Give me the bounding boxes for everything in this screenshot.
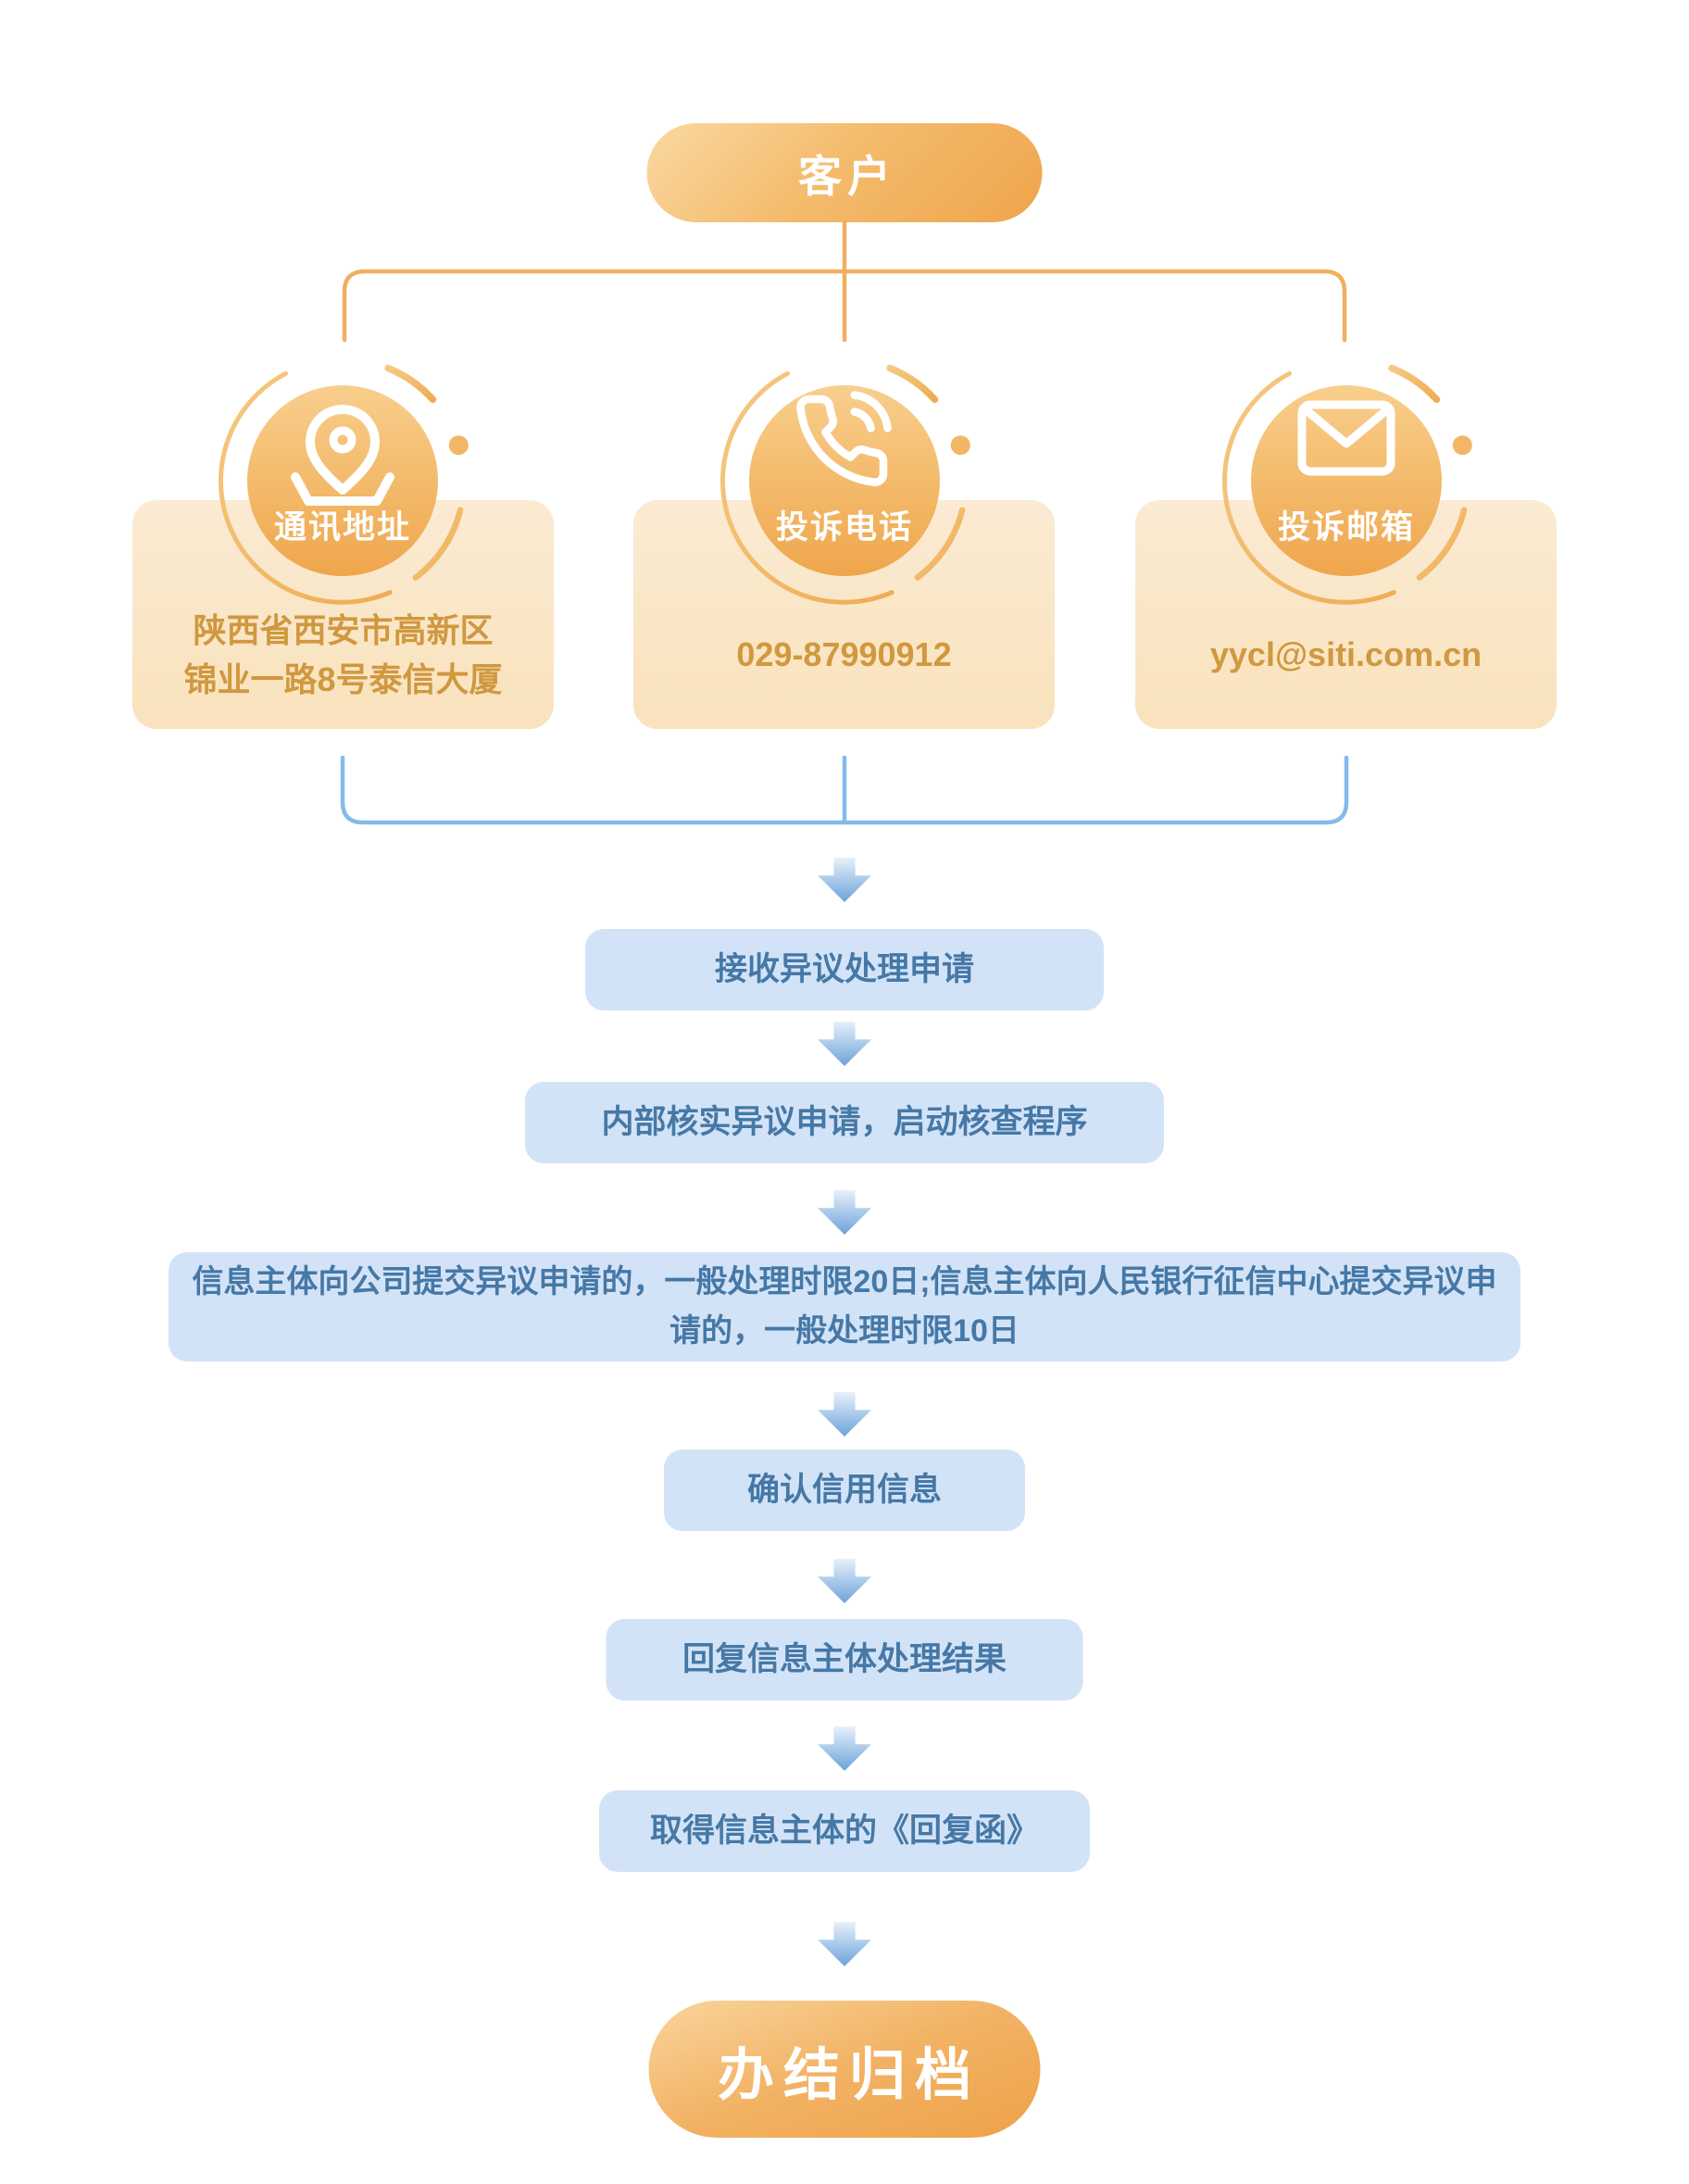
step-label: 接收异议处理申请 bbox=[714, 950, 974, 987]
arrow-down-icon bbox=[818, 1392, 871, 1437]
step-confirm-credit-info: 确认信用信息 bbox=[664, 1450, 1025, 1531]
step-label: 确认信用信息 bbox=[746, 1471, 942, 1508]
blue-merge-connector bbox=[340, 755, 1349, 825]
arrow-down-icon bbox=[818, 1922, 871, 1966]
step-label: 信息主体向公司提交异议申请的，一般处理时限20日;信息主体向人民银行征信中心提交… bbox=[192, 1264, 1497, 1349]
location-pin-icon bbox=[291, 405, 394, 506]
badge-label: 通讯地址 bbox=[274, 509, 411, 546]
address-line: 陕西省西安市高新区 bbox=[193, 611, 494, 650]
orbit-dot bbox=[448, 435, 469, 456]
address-badge: 通讯地址 bbox=[218, 364, 469, 605]
step-reply-result: 回复信息主体处理结果 bbox=[606, 1619, 1083, 1701]
orange-split-connector bbox=[342, 220, 1347, 343]
archive-node: 办结归档 bbox=[648, 2001, 1041, 2138]
orbit-dot bbox=[950, 435, 970, 456]
customer-node-label: 客户 bbox=[798, 152, 896, 201]
phone-number: 029-87990912 bbox=[736, 635, 952, 674]
orbit-ring bbox=[719, 364, 966, 605]
orbit-dot bbox=[1452, 435, 1472, 456]
step-label: 内部核实异议申请，启动核查程序 bbox=[601, 1103, 1088, 1140]
arrow-down-icon bbox=[818, 1022, 871, 1066]
email-badge: 投诉邮箱 bbox=[1221, 364, 1472, 605]
orbit-ring bbox=[1221, 364, 1468, 605]
arrow-down-icon bbox=[818, 1190, 871, 1235]
address-line: 锦业一路8号泰信大厦 bbox=[183, 659, 503, 698]
customer-node: 客户 bbox=[646, 123, 1043, 222]
phone-badge: 投诉电话 bbox=[719, 364, 970, 605]
step-processing-time-limit: 信息主体向公司提交异议申请的，一般处理时限20日;信息主体向人民银行征信中心提交… bbox=[169, 1252, 1520, 1362]
orbit-ring bbox=[218, 364, 464, 605]
badge-circle bbox=[247, 385, 438, 576]
arrow-down-icon bbox=[818, 1726, 871, 1771]
arrow-down-icon bbox=[818, 858, 871, 902]
badge-label: 投诉电话 bbox=[776, 509, 913, 546]
mail-icon bbox=[1297, 400, 1395, 476]
step-obtain-reply-letter: 取得信息主体的《回复函》 bbox=[599, 1790, 1090, 1872]
badge-circle bbox=[1251, 385, 1442, 576]
email-address: yycl@siti.com.cn bbox=[1209, 635, 1483, 674]
phone-icon bbox=[796, 391, 892, 486]
step-internal-verification: 内部核实异议申请，启动核查程序 bbox=[525, 1082, 1164, 1163]
badge-label: 投诉邮箱 bbox=[1278, 509, 1415, 546]
archive-node-label: 办结归档 bbox=[717, 2042, 981, 2106]
badge-circle bbox=[749, 385, 940, 576]
arrow-down-icon bbox=[818, 1559, 871, 1603]
step-receive-application: 接收异议处理申请 bbox=[585, 929, 1104, 1010]
step-label: 回复信息主体处理结果 bbox=[682, 1640, 1007, 1677]
step-label: 取得信息主体的《回复函》 bbox=[649, 1812, 1039, 1849]
